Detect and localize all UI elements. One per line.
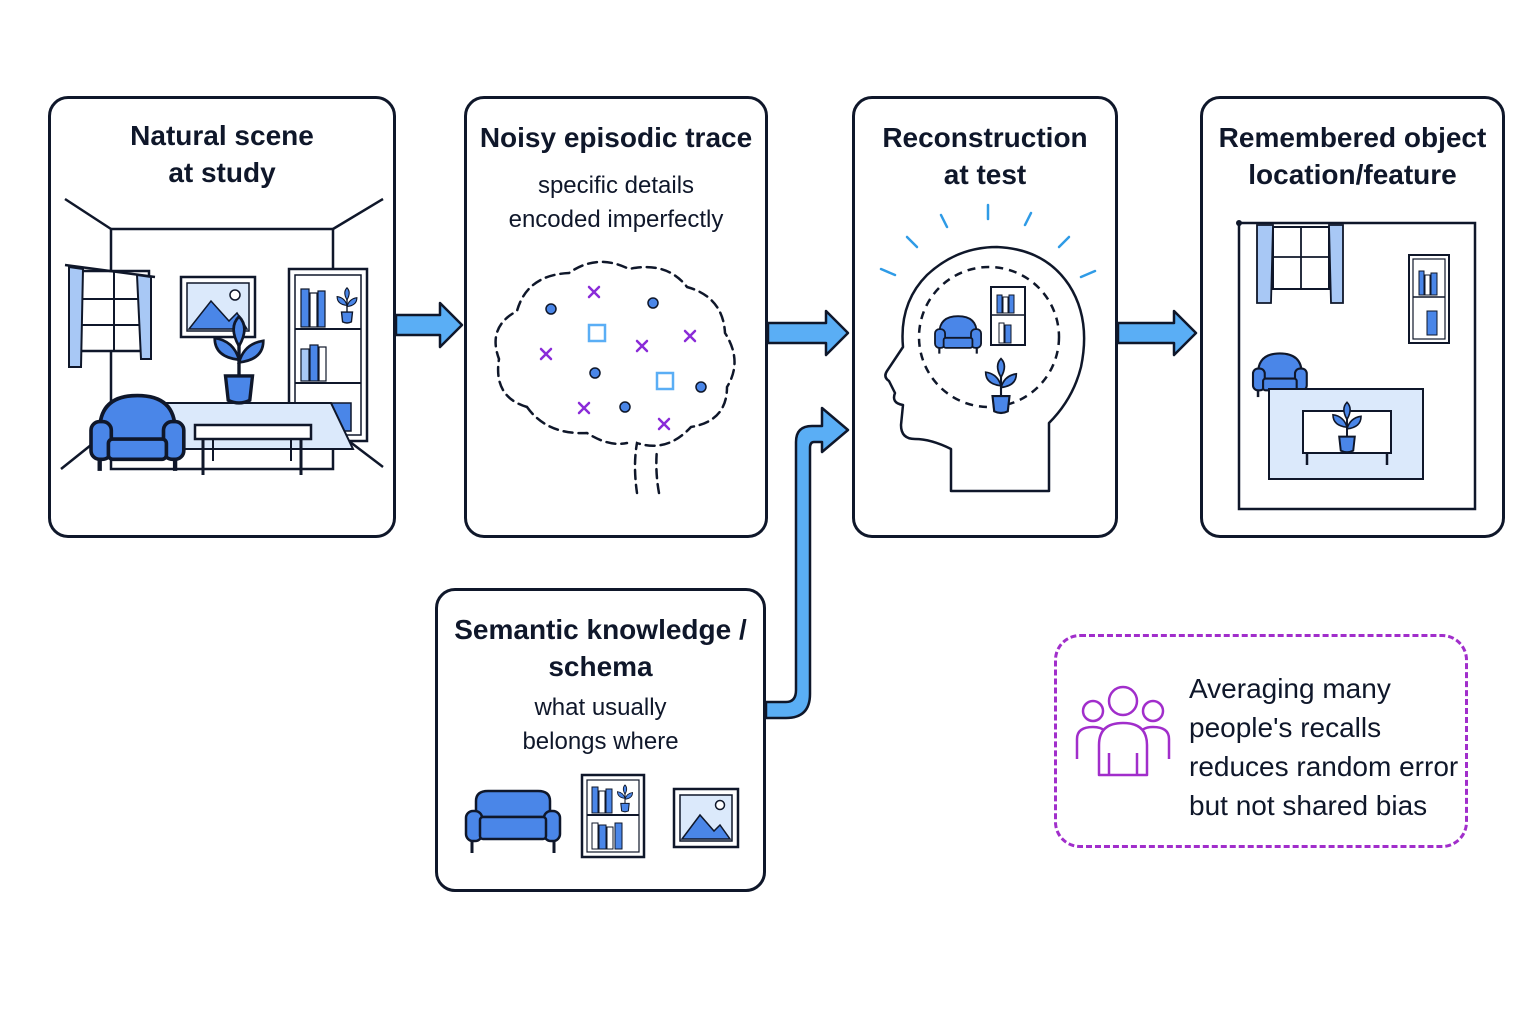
armchair-icon bbox=[91, 396, 184, 471]
arrow-right-icon bbox=[766, 309, 850, 357]
panel-title: Noisy episodic trace bbox=[467, 119, 765, 156]
averaging-note: Averaging many people's recalls reduces … bbox=[1054, 634, 1468, 848]
bookshelf-icon bbox=[990, 286, 1026, 346]
arrow-right-icon bbox=[1116, 309, 1198, 357]
title-line: location/feature bbox=[1248, 159, 1457, 190]
title-line: Noisy episodic trace bbox=[479, 122, 753, 153]
subtitle-line: encoded imperfectly bbox=[508, 206, 724, 233]
picture-frame-icon bbox=[672, 787, 740, 849]
panel-remembered-object: Remembered object location/feature bbox=[1200, 96, 1505, 538]
panel-episodic-trace: Noisy episodic trace specific details en… bbox=[464, 96, 768, 538]
subtitle-line: what usually bbox=[534, 694, 667, 721]
head-icon bbox=[879, 203, 1097, 493]
panel-natural-scene: Natural scene at study bbox=[48, 96, 396, 538]
panel-title: Semantic knowledge / schema bbox=[438, 611, 763, 685]
note-line: people's recalls bbox=[1189, 712, 1382, 743]
floor-plan-icon bbox=[1236, 220, 1477, 511]
panel-title: Remembered object location/feature bbox=[1203, 119, 1502, 193]
panel-subtitle: what usually belongs where bbox=[438, 691, 763, 759]
living-room-icon bbox=[60, 197, 384, 475]
title-line: at study bbox=[168, 157, 276, 188]
title-line: at test bbox=[943, 159, 1027, 190]
sofa-icon bbox=[464, 789, 562, 853]
note-line: but not shared bias bbox=[1189, 790, 1428, 821]
title-line: Natural scene bbox=[130, 120, 314, 151]
title-line: Remembered object bbox=[1218, 122, 1487, 153]
title-line: Reconstruction bbox=[882, 122, 1088, 153]
note-line: Averaging many bbox=[1189, 673, 1391, 704]
note-line: reduces random error bbox=[1189, 751, 1459, 782]
people-group-icon bbox=[1075, 685, 1171, 777]
panel-reconstruction: Reconstruction at test bbox=[852, 96, 1118, 538]
title-line: Semantic knowledge / bbox=[454, 614, 747, 645]
title-line: schema bbox=[548, 651, 653, 682]
panel-title: Reconstruction at test bbox=[855, 119, 1115, 193]
panel-title: Natural scene at study bbox=[51, 117, 393, 191]
panel-subtitle: specific details encoded imperfectly bbox=[467, 169, 765, 237]
arrow-right-icon bbox=[394, 301, 464, 349]
brain-icon bbox=[494, 260, 736, 495]
schema-icons bbox=[464, 773, 740, 859]
picture-frame-icon bbox=[179, 275, 257, 339]
subtitle-line: belongs where bbox=[522, 728, 679, 755]
coffee-table-icon bbox=[193, 423, 313, 475]
bookshelf-icon bbox=[580, 773, 646, 859]
subtitle-line: specific details bbox=[537, 172, 695, 199]
arrow-schema-to-reconstruction bbox=[764, 406, 850, 720]
window-icon bbox=[64, 263, 156, 368]
panel-semantic-knowledge: Semantic knowledge / schema what usually… bbox=[435, 588, 766, 892]
note-text: Averaging many people's recalls reduces … bbox=[1189, 669, 1469, 825]
